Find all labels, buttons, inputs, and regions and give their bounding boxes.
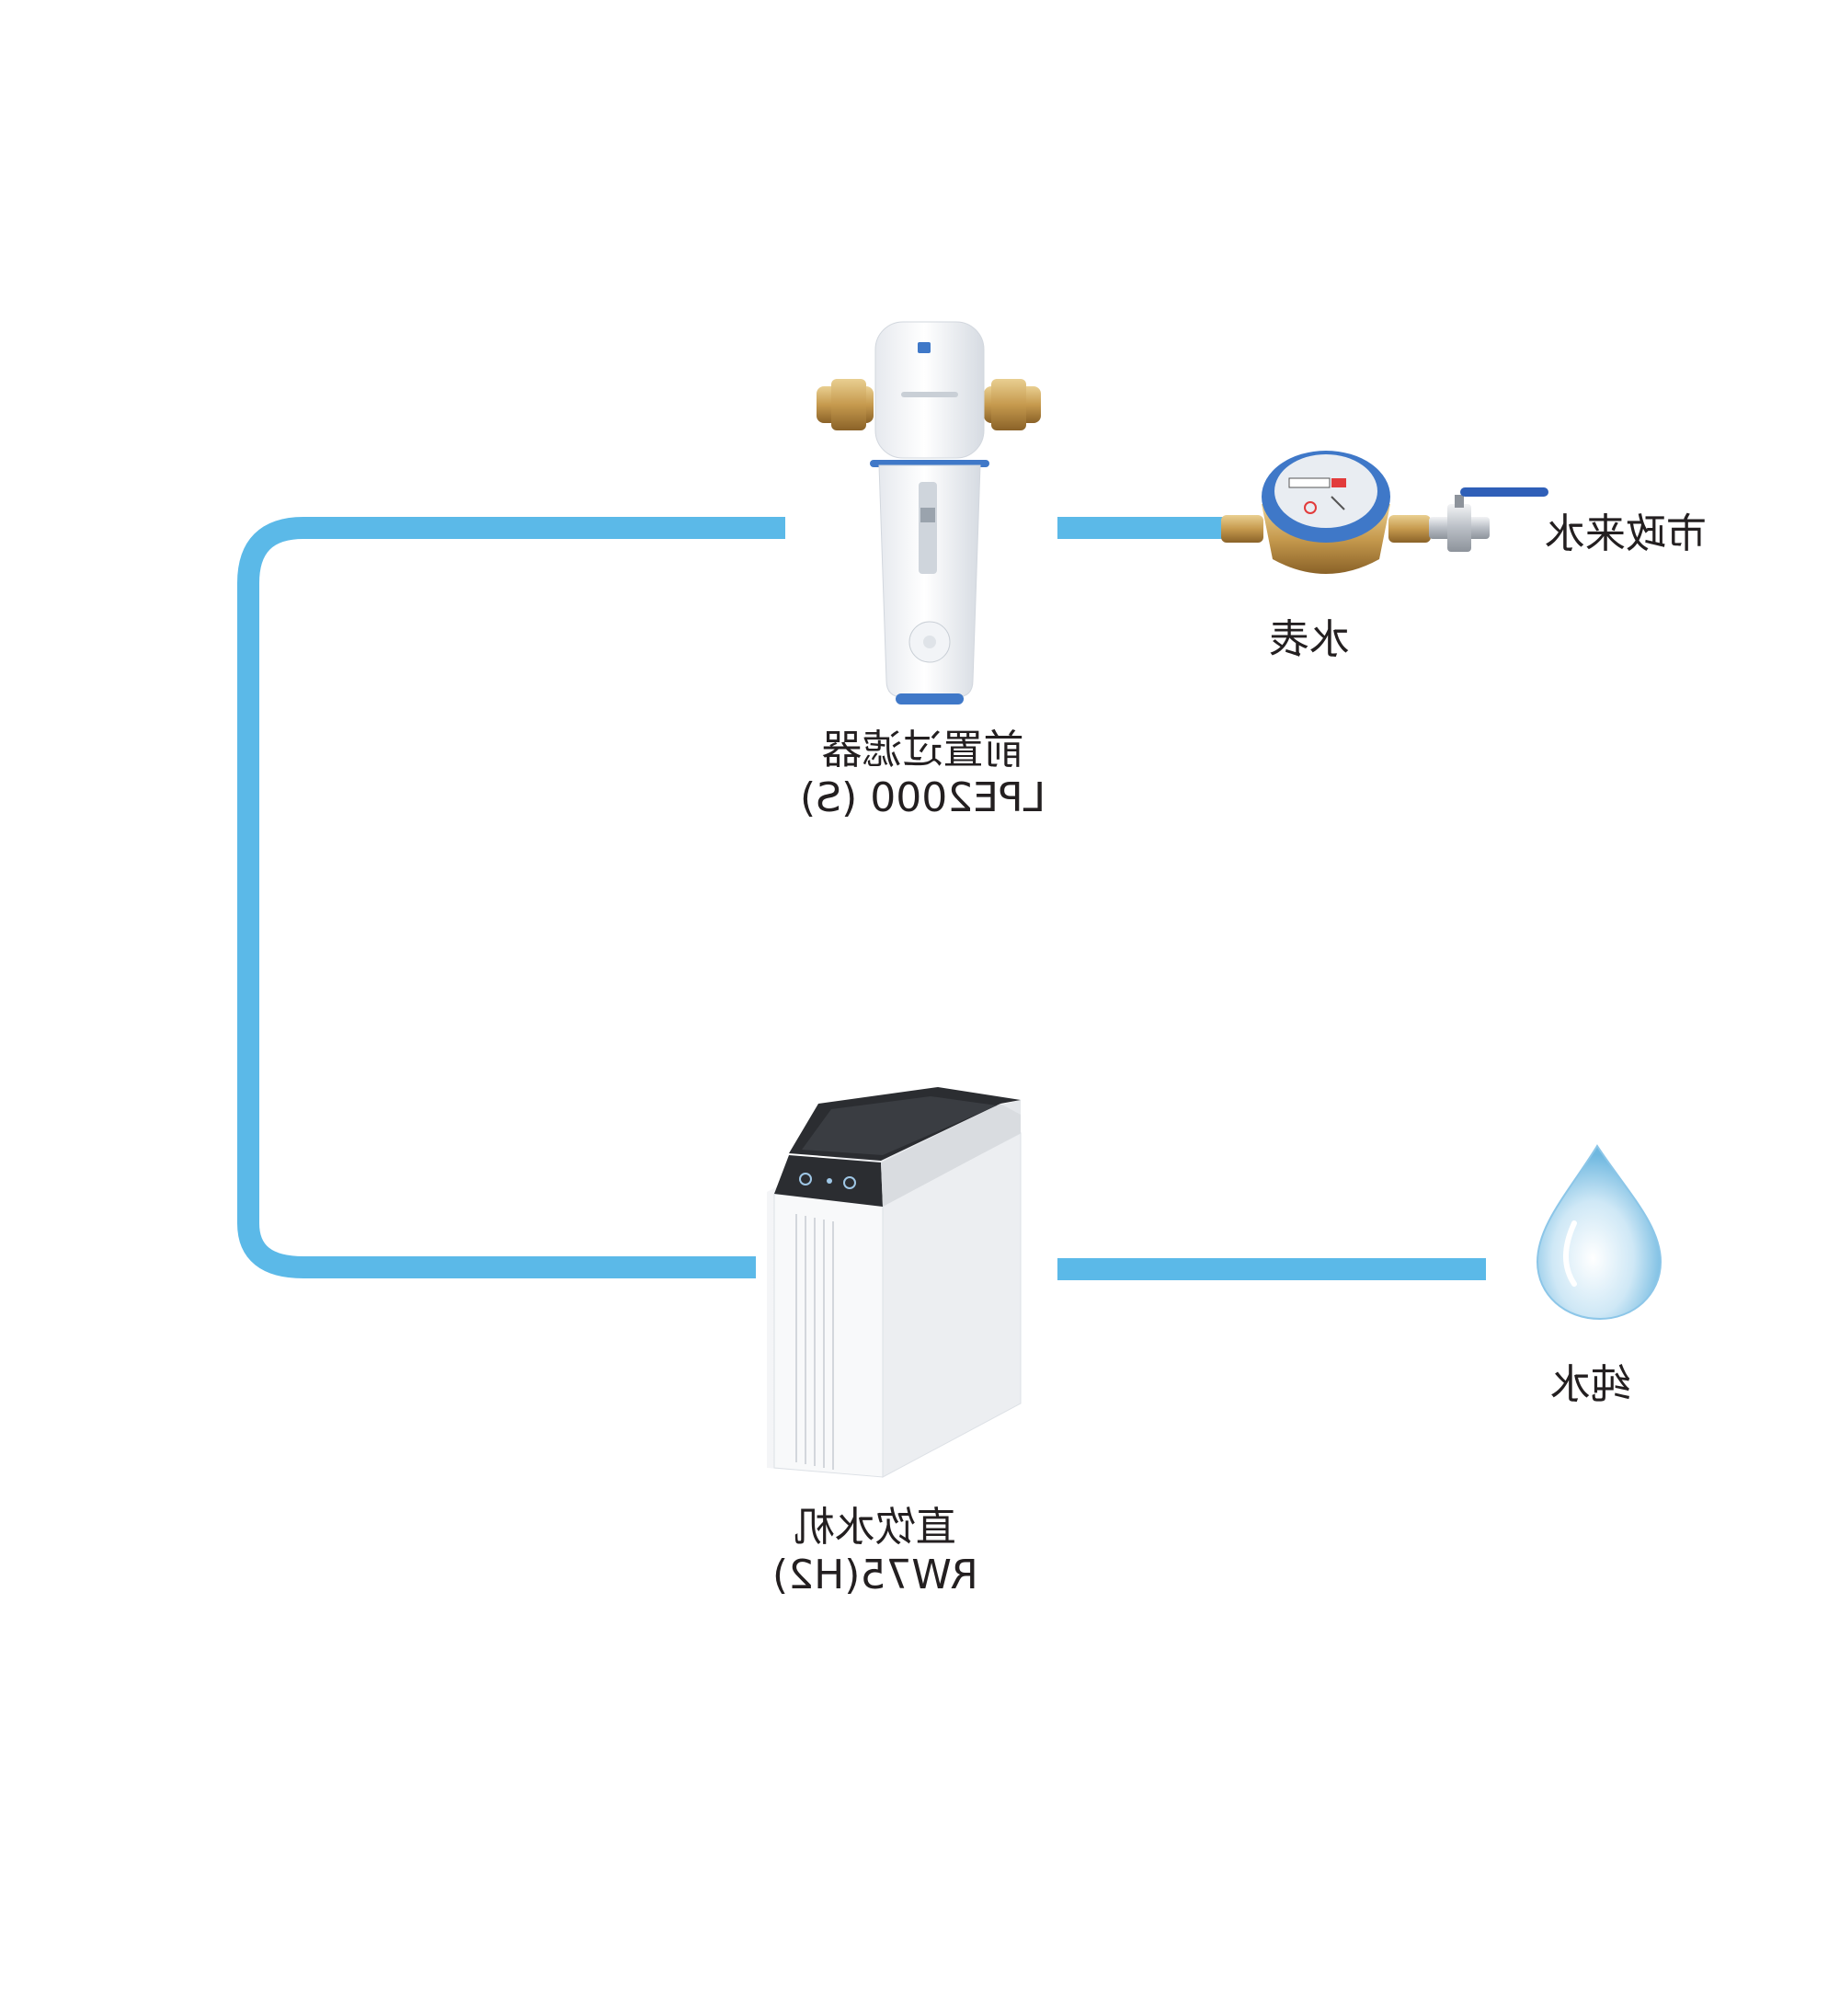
municipal-water-label: 市政来水 — [1545, 510, 1707, 558]
pure-water-label: 纯水 — [1550, 1361, 1631, 1409]
pipe-filter-to-purifier — [237, 517, 785, 1278]
purifier-name: 直饮水机 — [794, 1504, 956, 1551]
pre-filter-name: 前置过滤器 — [821, 727, 1024, 773]
purifier-model: RW75(H2) — [772, 1551, 978, 1598]
water-meter-label: 水表 — [1269, 616, 1350, 664]
pre-filter-label: 前置过滤器 LPE2000 (S) — [800, 727, 1045, 822]
pure-water-text: 纯水 — [1550, 1361, 1631, 1408]
water-drop-icon — [1536, 1144, 1662, 1321]
pre-filter-icon — [817, 321, 1041, 704]
valve-icon — [1429, 487, 1548, 552]
purifier-icon — [767, 1087, 1022, 1478]
municipal-water-text: 市政来水 — [1545, 510, 1707, 557]
pre-filter-model: LPE2000 (S) — [800, 773, 1046, 821]
purifier-vents — [795, 1214, 834, 1470]
water-meter-text: 水表 — [1269, 616, 1350, 663]
water-meter-icon — [1221, 451, 1431, 574]
pipe-network — [237, 517, 1486, 1280]
purifier-label: 直饮水机 RW75(H2) — [772, 1504, 978, 1599]
